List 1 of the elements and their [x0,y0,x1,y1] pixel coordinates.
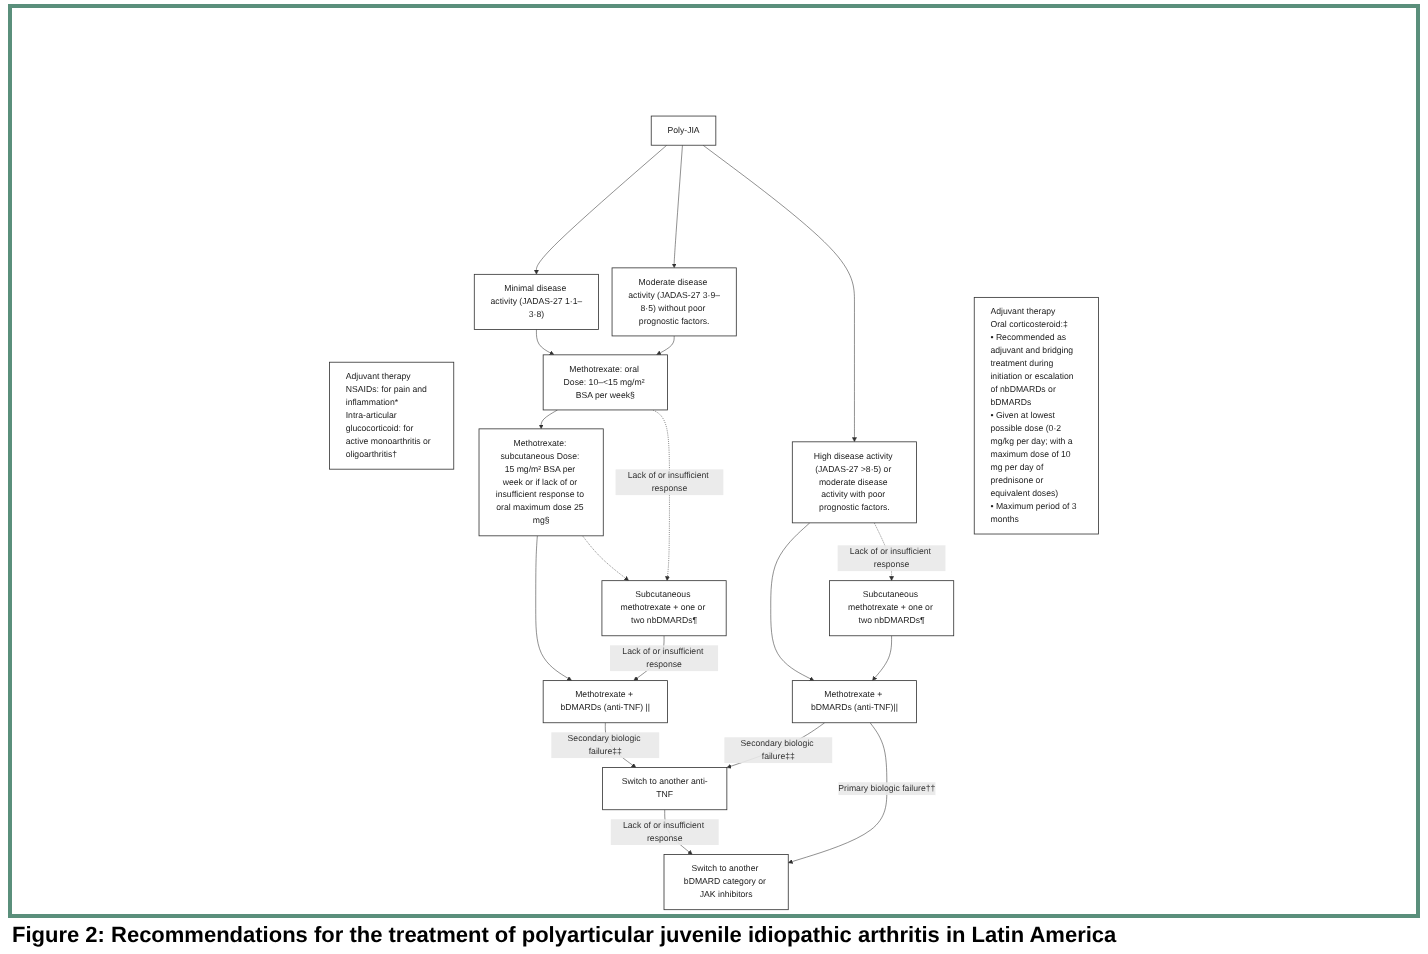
figure-caption: Figure 2: Recommendations for the treatment of polyarticular juvenile idiopathic arthritis in Latin America [10,922,1119,952]
